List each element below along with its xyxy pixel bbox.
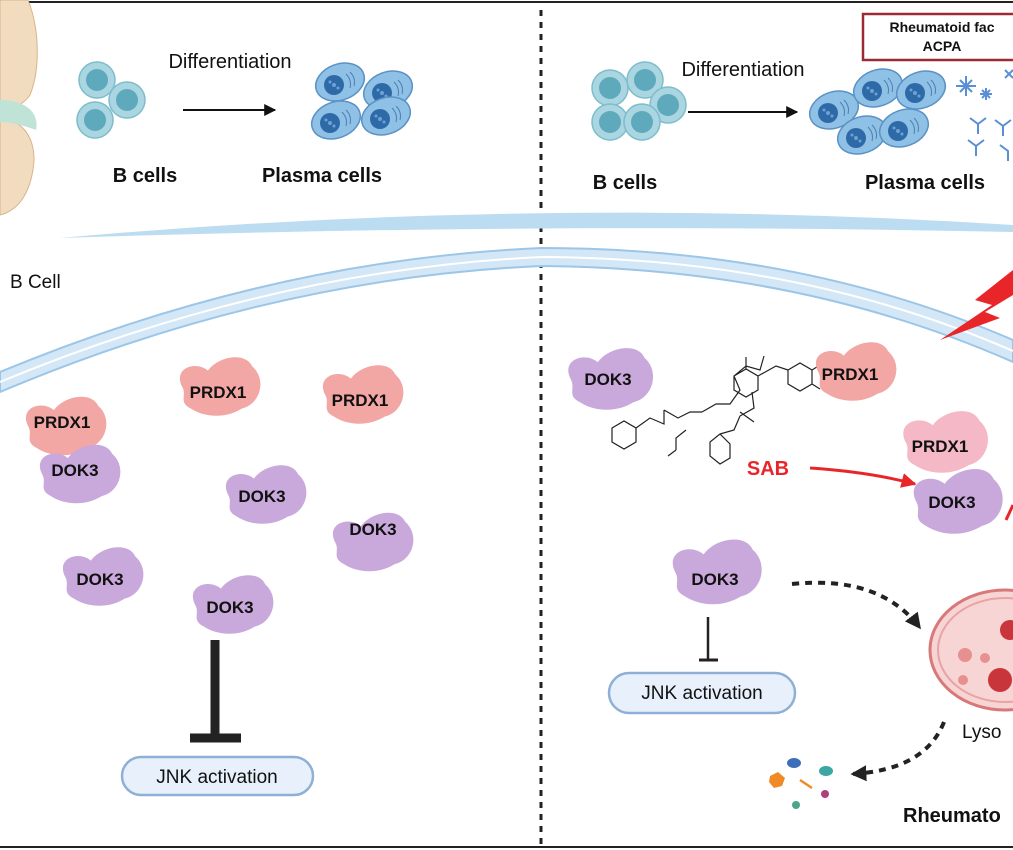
antibodies-cytokines bbox=[956, 69, 1013, 161]
left-differentiation-label: Differentiation bbox=[168, 51, 291, 73]
right-b-cells-label: B cells bbox=[593, 172, 657, 194]
svg-text:DOK3: DOK3 bbox=[51, 461, 98, 480]
svg-text:ACPA: ACPA bbox=[923, 38, 962, 54]
right-plasma-cells bbox=[803, 61, 952, 162]
left-plasma-cells bbox=[305, 55, 419, 147]
right-jnk-activation: JNK activation bbox=[607, 671, 797, 715]
svg-text:DOK3: DOK3 bbox=[691, 570, 738, 589]
right-dok3-complex: DOK3 bbox=[913, 469, 1003, 534]
right-inhibition-bar bbox=[699, 617, 718, 662]
cell-membrane bbox=[0, 212, 1013, 394]
right-dok3-top: DOK3 bbox=[568, 348, 654, 410]
joint-illustration bbox=[0, 0, 38, 216]
svg-text:Rheumatoid fac: Rheumatoid fac bbox=[889, 19, 994, 35]
left-b-cells-label: B cells bbox=[113, 165, 177, 187]
degraded-fragments bbox=[769, 758, 833, 809]
left-b-cells bbox=[76, 61, 146, 139]
svg-text:DOK3: DOK3 bbox=[76, 570, 123, 589]
svg-text:DOK3: DOK3 bbox=[349, 520, 396, 539]
bottom-right-label: Rheumato bbox=[903, 805, 1001, 827]
svg-text:DOK3: DOK3 bbox=[206, 598, 253, 617]
dashed-arrow-to-lysosome bbox=[791, 580, 922, 630]
svg-text:DOK3: DOK3 bbox=[584, 370, 631, 389]
left-dok3-5: DOK3 bbox=[192, 575, 274, 634]
right-prdx1-top: PRDX1 bbox=[815, 342, 897, 401]
left-plasma-cells-label: Plasma cells bbox=[262, 165, 382, 187]
svg-text:PRDX1: PRDX1 bbox=[34, 413, 91, 432]
sab-molecule-structure bbox=[611, 355, 821, 465]
svg-text:DOK3: DOK3 bbox=[238, 487, 285, 506]
svg-text:PRDX1: PRDX1 bbox=[822, 365, 879, 384]
left-prdx1-3: PRDX1 bbox=[25, 396, 107, 456]
left-dok3-4: DOK3 bbox=[62, 547, 144, 606]
right-prdx1-complex: PRDX1 bbox=[903, 411, 989, 473]
b-cell-label: B Cell bbox=[10, 272, 61, 293]
svg-text:PRDX1: PRDX1 bbox=[332, 391, 389, 410]
lightning-icon bbox=[940, 270, 1013, 340]
svg-text:DOK3: DOK3 bbox=[928, 493, 975, 512]
left-dok3-1: DOK3 bbox=[39, 444, 121, 504]
svg-text:PRDX1: PRDX1 bbox=[912, 437, 969, 456]
left-dok3-2: DOK3 bbox=[225, 465, 307, 524]
svg-text:JNK activation: JNK activation bbox=[641, 683, 762, 704]
dashed-arrow-to-fragments bbox=[850, 721, 946, 782]
autoantibody-box: Rheumatoid fac ACPA bbox=[861, 12, 1013, 62]
left-dok3-3: DOK3 bbox=[332, 512, 414, 572]
left-prdx1-1: PRDX1 bbox=[179, 357, 261, 416]
right-b-cells bbox=[591, 61, 687, 141]
right-differentiation-label: Differentiation bbox=[681, 59, 804, 81]
lysosome-label: Lyso bbox=[962, 722, 1001, 743]
svg-text:JNK activation: JNK activation bbox=[156, 767, 277, 788]
left-prdx1-2: PRDX1 bbox=[322, 365, 404, 424]
left-inhibition-bar bbox=[190, 640, 241, 743]
svg-text:PRDX1: PRDX1 bbox=[190, 383, 247, 402]
left-jnk-activation: JNK activation bbox=[120, 755, 315, 797]
red-arrow-partial bbox=[1004, 504, 1013, 521]
sab-label: SAB bbox=[747, 458, 789, 480]
right-plasma-cells-label: Plasma cells bbox=[865, 172, 985, 194]
sab-arrow bbox=[809, 466, 917, 488]
right-dok3-free: DOK3 bbox=[672, 539, 762, 605]
lysosome bbox=[928, 588, 1013, 712]
